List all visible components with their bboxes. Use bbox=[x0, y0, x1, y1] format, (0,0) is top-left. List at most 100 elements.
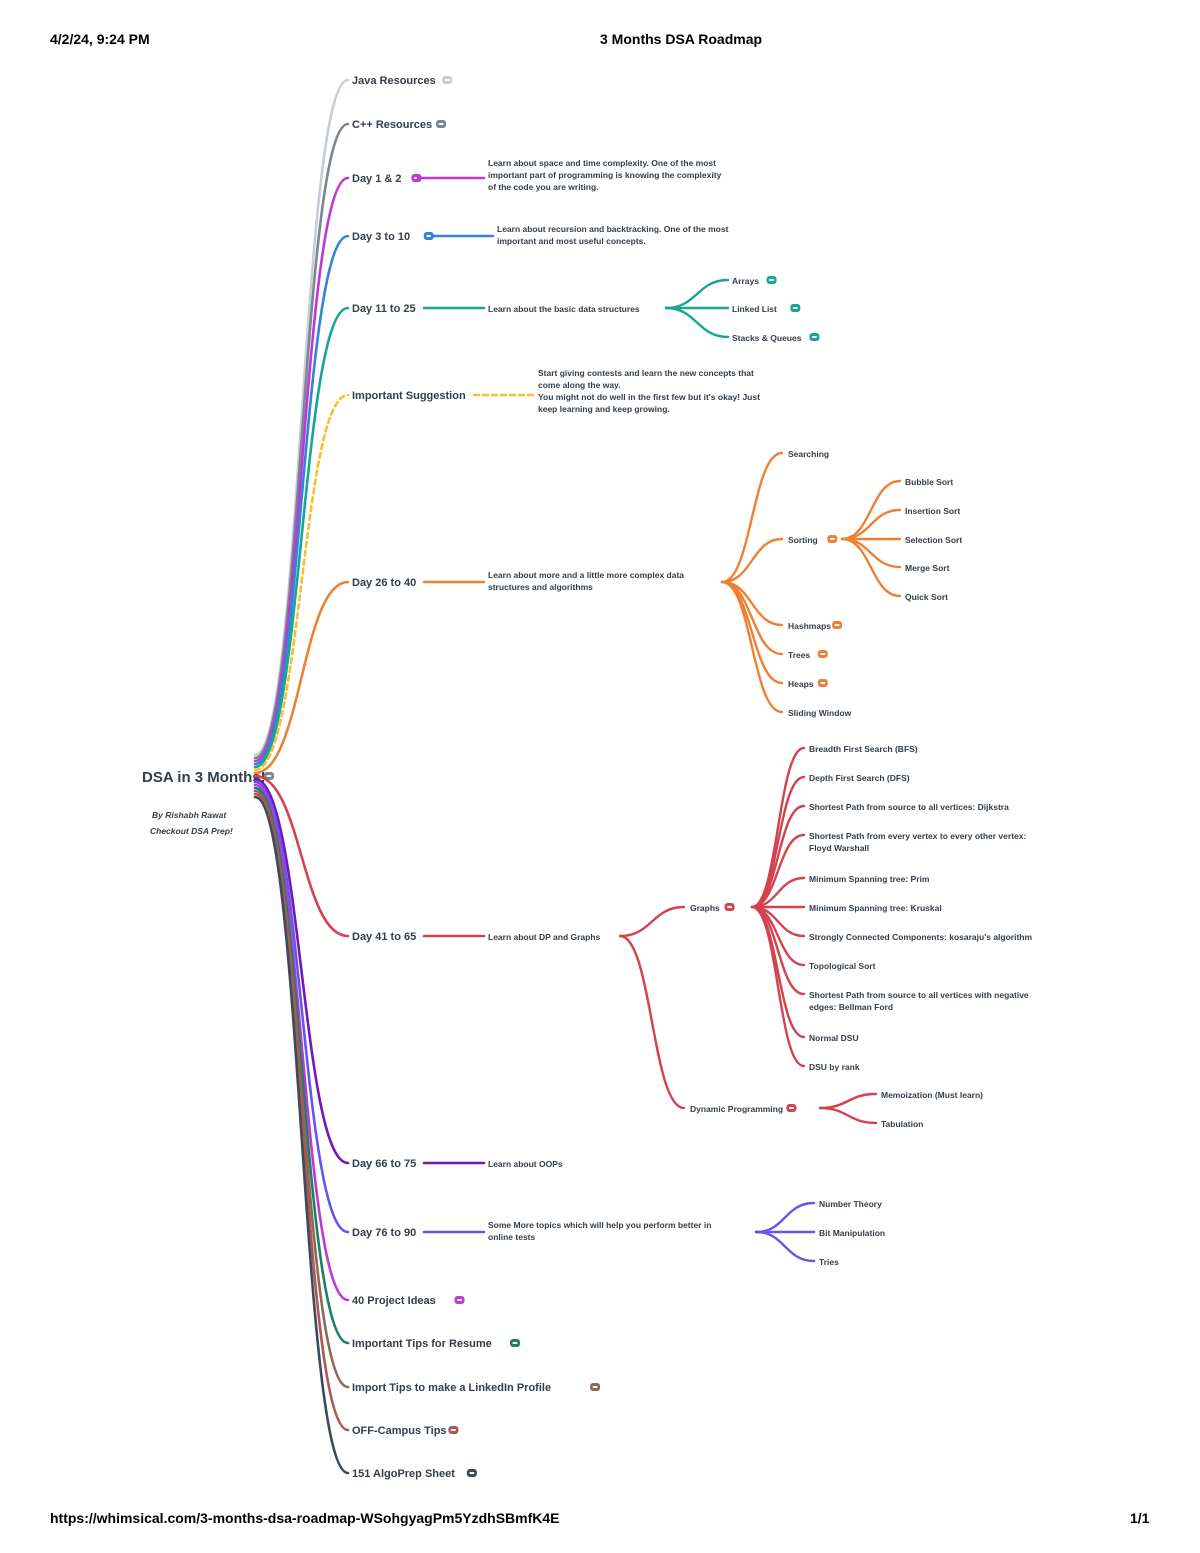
dp-label[interactable]: Dynamic Programming bbox=[690, 1104, 783, 1114]
desc-line-suggestion-2: You might not do well in the first few b… bbox=[538, 392, 760, 402]
day11-child-0[interactable]: Arrays bbox=[732, 276, 759, 286]
graphs-child-6-0[interactable]: Strongly Connected Components: kosaraju'… bbox=[809, 932, 1032, 942]
day26-child-3[interactable]: Trees bbox=[788, 650, 810, 660]
branch-connector-day76 bbox=[253, 780, 350, 1234]
day26-child-4[interactable]: Heaps bbox=[788, 679, 814, 689]
desc-line-day3-1: important and most useful concepts. bbox=[497, 236, 646, 246]
sorting-child-4[interactable]: Quick Sort bbox=[905, 592, 948, 602]
branch-link-icon-projects[interactable] bbox=[454, 1296, 465, 1304]
graphs-child-4-0[interactable]: Minimum Spanning tree: Prim bbox=[809, 874, 930, 884]
sorting-child-connector-3 bbox=[840, 537, 902, 569]
day11-child-1[interactable]: Linked List bbox=[732, 304, 777, 314]
branch-link-icon-algoprep[interactable] bbox=[466, 1469, 477, 1477]
branch-label-suggestion[interactable]: Important Suggestion bbox=[352, 390, 466, 402]
branch-connector-offcampus bbox=[253, 792, 350, 1432]
day11-child-2[interactable]: Stacks & Queues bbox=[732, 333, 802, 343]
day76-child-connector-0 bbox=[754, 1201, 816, 1234]
sorting-child-connector-1 bbox=[840, 508, 902, 541]
day26-child-0[interactable]: Searching bbox=[788, 449, 829, 459]
sorting-child-3[interactable]: Merge Sort bbox=[905, 563, 950, 573]
root-subtitle[interactable]: Checkout DSA Prep! bbox=[150, 826, 233, 836]
print-datetime: 4/2/24, 9:24 PM bbox=[50, 31, 150, 47]
branch-label-day1[interactable]: Day 1 & 2 bbox=[352, 173, 402, 185]
page-url[interactable]: https://whimsical.com/3-months-dsa-roadm… bbox=[50, 1510, 560, 1526]
sorting-child-2[interactable]: Selection Sort bbox=[905, 535, 962, 545]
graphs-label[interactable]: Graphs bbox=[690, 903, 720, 913]
day26-child-link-icon-4[interactable] bbox=[817, 679, 828, 687]
day26-child-1[interactable]: Sorting bbox=[788, 535, 818, 545]
day26-child-5[interactable]: Sliding Window bbox=[788, 708, 852, 718]
graphs-child-9-0[interactable]: Normal DSU bbox=[809, 1033, 859, 1043]
root-link-icon[interactable] bbox=[264, 772, 274, 780]
dp-child-0[interactable]: Memoization (Must learn) bbox=[881, 1090, 983, 1100]
day76-child-connector-2 bbox=[754, 1230, 816, 1263]
branch-label-projects[interactable]: 40 Project Ideas bbox=[352, 1295, 436, 1307]
branch-label-linkedin[interactable]: Import Tips to make a LinkedIn Profile bbox=[352, 1382, 551, 1394]
branch-label-offcampus[interactable]: OFF-Campus Tips bbox=[352, 1425, 447, 1437]
branch-label-cpp[interactable]: C++ Resources bbox=[352, 119, 432, 131]
branch-connector-day11 bbox=[253, 306, 350, 769]
branch-link-icon-java[interactable] bbox=[442, 76, 453, 84]
dp-link-icon[interactable] bbox=[786, 1104, 797, 1112]
day26-child-link-icon-1[interactable] bbox=[827, 535, 838, 543]
day76-child-0[interactable]: Number Theory bbox=[819, 1199, 882, 1209]
dp-connector bbox=[618, 934, 686, 1110]
root-node[interactable] bbox=[132, 762, 284, 792]
dp-child-1[interactable]: Tabulation bbox=[881, 1119, 923, 1129]
branch-link-icon-day3[interactable] bbox=[423, 232, 434, 240]
branch-link-icon-linkedin[interactable] bbox=[590, 1383, 601, 1391]
branch-link-icon-resume[interactable] bbox=[510, 1339, 520, 1347]
branch-label-day66[interactable]: Day 66 to 75 bbox=[352, 1158, 416, 1170]
branch-label-algoprep[interactable]: 151 AlgoPrep Sheet bbox=[352, 1468, 455, 1480]
sorting-child-connector-4 bbox=[840, 537, 902, 598]
root-author: By Rishabh Rawat bbox=[152, 810, 227, 820]
branch-label-day11[interactable]: Day 11 to 25 bbox=[352, 303, 416, 315]
page-number: 1/1 bbox=[1130, 1510, 1150, 1526]
desc-line-day76-1: online tests bbox=[488, 1232, 536, 1242]
day26-child-connector-1 bbox=[720, 537, 784, 584]
day11-child-link-icon-1[interactable] bbox=[790, 304, 801, 312]
sorting-child-1[interactable]: Insertion Sort bbox=[905, 506, 960, 516]
branch-connector-resume bbox=[253, 786, 350, 1345]
day11-child-connector-2 bbox=[664, 306, 730, 339]
graphs-child-1-0[interactable]: Depth First Search (DFS) bbox=[809, 773, 910, 783]
graphs-link-icon[interactable] bbox=[724, 903, 735, 911]
day26-child-link-icon-3[interactable] bbox=[817, 650, 828, 658]
branch-connector-day41 bbox=[253, 774, 350, 938]
branch-label-java[interactable]: Java Resources bbox=[352, 75, 436, 87]
graphs-child-5-0[interactable]: Minimum Spanning tree: Kruskal bbox=[809, 903, 942, 913]
branch-link-icon-offcampus[interactable] bbox=[448, 1426, 459, 1434]
graphs-child-8-1[interactable]: edges: Bellman Ford bbox=[809, 1002, 893, 1012]
branch-connector-projects bbox=[253, 783, 350, 1302]
desc-line-suggestion-0: Start giving contests and learn the new … bbox=[538, 368, 754, 378]
graphs-connector bbox=[618, 905, 686, 938]
graphs-child-connector-10 bbox=[750, 905, 806, 1068]
day11-child-link-icon-2[interactable] bbox=[809, 333, 820, 341]
graphs-child-8-0[interactable]: Shortest Path from source to all vertice… bbox=[809, 990, 1029, 1000]
day26-child-2[interactable]: Hashmaps bbox=[788, 621, 831, 631]
branch-label-resume[interactable]: Important Tips for Resume bbox=[352, 1338, 492, 1350]
branch-connector-java bbox=[253, 78, 350, 757]
day76-child-1[interactable]: Bit Manipulation bbox=[819, 1228, 885, 1238]
graphs-child-2-0[interactable]: Shortest Path from source to all vertice… bbox=[809, 802, 1009, 812]
sorting-child-0[interactable]: Bubble Sort bbox=[905, 477, 953, 487]
branch-label-day41[interactable]: Day 41 to 65 bbox=[352, 931, 416, 943]
day26-child-link-icon-2[interactable] bbox=[832, 621, 843, 629]
graphs-child-10-0[interactable]: DSU by rank bbox=[809, 1062, 860, 1072]
branch-label-day26[interactable]: Day 26 to 40 bbox=[352, 577, 416, 589]
desc-line-day26-1: structures and algorithms bbox=[488, 582, 593, 592]
desc-line-day26-0: Learn about more and a little more compl… bbox=[488, 570, 684, 580]
graphs-child-7-0[interactable]: Topological Sort bbox=[809, 961, 876, 971]
branch-label-day76[interactable]: Day 76 to 90 bbox=[352, 1227, 416, 1239]
root-node-label[interactable]: DSA in 3 Months! bbox=[142, 769, 266, 786]
day11-child-link-icon-0[interactable] bbox=[766, 276, 777, 284]
branch-connector-algoprep bbox=[253, 795, 350, 1475]
graphs-child-0-0[interactable]: Breadth First Search (BFS) bbox=[809, 744, 918, 754]
branch-connector-day66 bbox=[253, 777, 350, 1165]
day76-child-2[interactable]: Tries bbox=[819, 1257, 839, 1267]
graphs-child-3-0[interactable]: Shortest Path from every vertex to every… bbox=[809, 831, 1026, 841]
branch-label-day3[interactable]: Day 3 to 10 bbox=[352, 231, 410, 243]
branch-link-icon-cpp[interactable] bbox=[436, 120, 447, 128]
graphs-child-3-1[interactable]: Floyd Warshall bbox=[809, 843, 869, 853]
